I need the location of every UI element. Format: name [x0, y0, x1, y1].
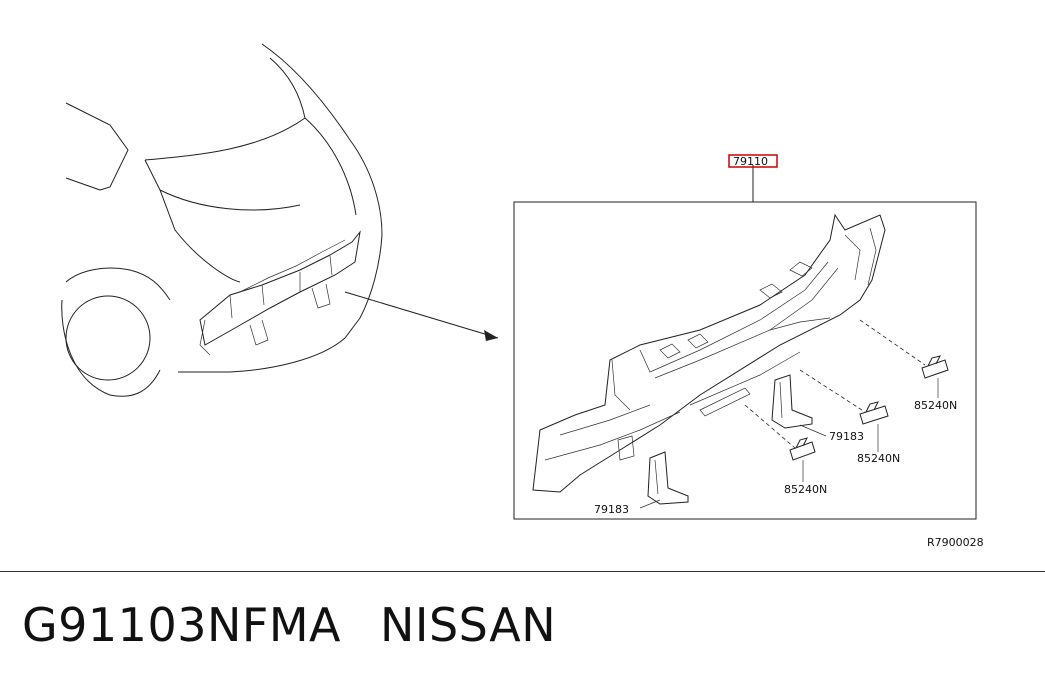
rear-panel-drawing: [532, 213, 886, 493]
main-part-highlight: [728, 154, 778, 168]
clip-85240n-1: [921, 355, 949, 379]
bracket-79183-right: [771, 374, 813, 429]
footer-brand: NISSAN: [380, 598, 557, 652]
main-part-label: 79110: [733, 155, 768, 168]
vehicle-rear-overview: [61, 43, 499, 397]
bracket-79183-left: [647, 451, 689, 505]
arrow-head-icon: [484, 330, 498, 341]
bracket-label-2: 79183: [594, 503, 629, 516]
clip-85240n-3: [789, 437, 816, 461]
clip-label-1: 85240N: [914, 399, 957, 412]
footer-part-number: G91103NFMA: [22, 598, 342, 652]
parts-diagram: 79110 85240N 8524: [61, 43, 984, 549]
clip-85240n-2: [859, 401, 889, 425]
footer-divider: [0, 571, 1045, 572]
bracket-label-1: 79183: [829, 430, 864, 443]
clip-label-3: 85240N: [784, 483, 827, 496]
figure-code: R7900028: [927, 536, 984, 549]
detail-frame: [513, 201, 977, 520]
clip-label-2: 85240N: [857, 452, 900, 465]
